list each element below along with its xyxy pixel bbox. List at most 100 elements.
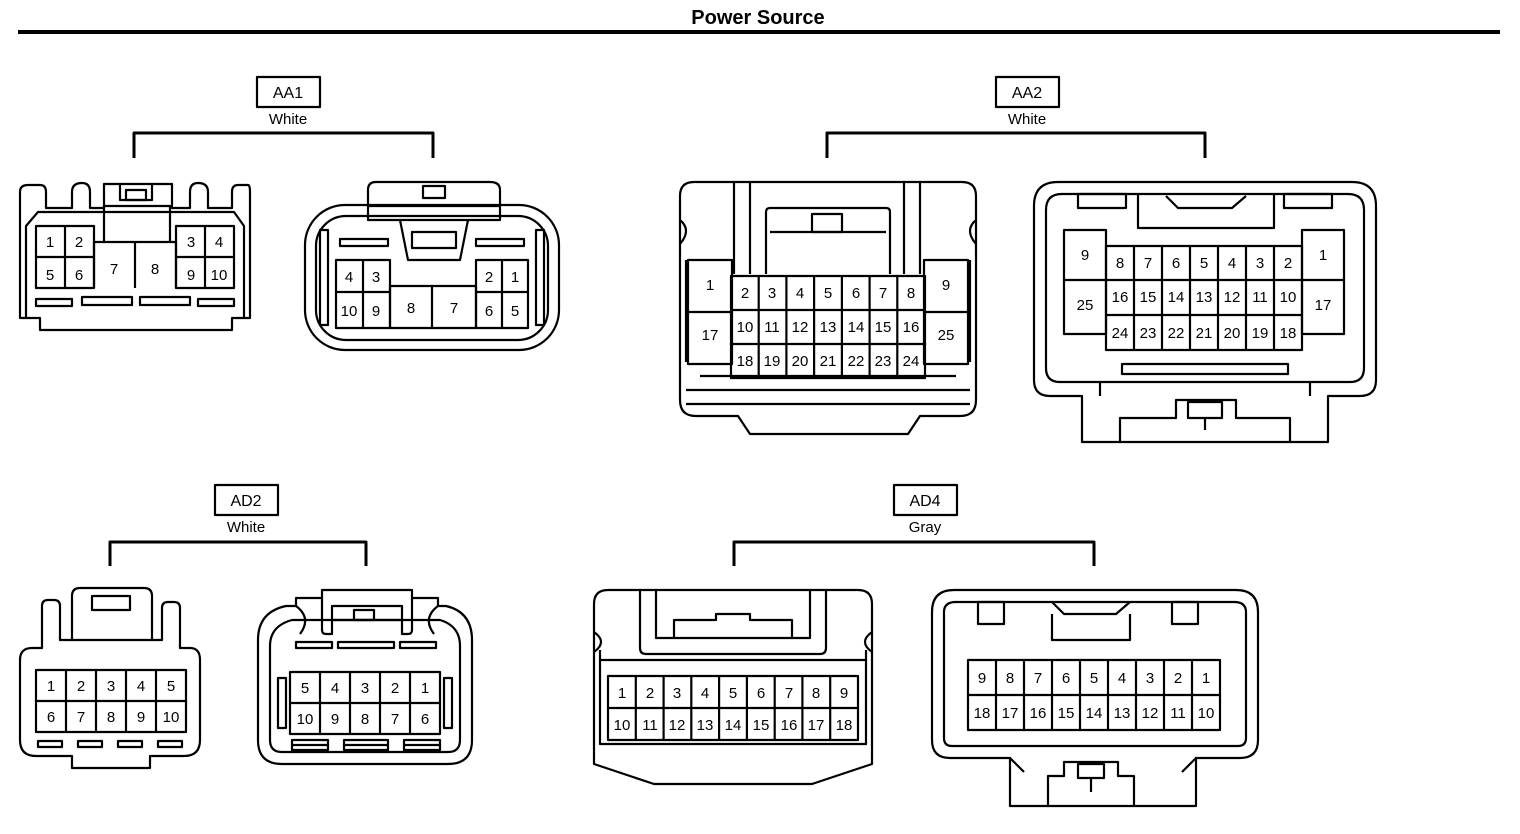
connector-view-left: 1 2 3 4 5 6 7 8 9 10 xyxy=(18,181,252,332)
pin-label: 9 xyxy=(137,709,145,726)
pin-label: 10 xyxy=(737,319,754,336)
pin-label: 13 xyxy=(820,319,837,336)
pin-label: 7 xyxy=(879,285,887,302)
pin-label: 2 xyxy=(1284,255,1292,272)
pin-label: 15 xyxy=(875,319,892,336)
pin-label: 15 xyxy=(1058,705,1075,722)
pin-label: 12 xyxy=(669,717,686,734)
pin-label: 5 xyxy=(46,267,54,284)
pin-label: 16 xyxy=(1030,705,1047,722)
pin-label: 18 xyxy=(836,717,853,734)
pin-label: 14 xyxy=(848,319,865,336)
pin-label: 17 xyxy=(1002,705,1019,722)
pin-label: 4 xyxy=(796,285,804,302)
pin-label: 3 xyxy=(768,285,776,302)
pin-label: 7 xyxy=(77,709,85,726)
pin-label: 15 xyxy=(1140,289,1157,306)
pin-label: 23 xyxy=(875,353,892,370)
pin-label: 18 xyxy=(737,353,754,370)
pin-label: 12 xyxy=(792,319,809,336)
connector-ad4: AD4 Gray xyxy=(592,483,1260,808)
connector-color-label: Gray xyxy=(909,519,942,536)
pin-label: 1 xyxy=(421,680,429,697)
pin-label: 12 xyxy=(1142,705,1159,722)
pin-label: 14 xyxy=(725,717,742,734)
pin-label: 6 xyxy=(47,709,55,726)
pin-label: 16 xyxy=(903,319,920,336)
pin-label: 19 xyxy=(764,353,781,370)
pin-label: 5 xyxy=(301,680,309,697)
pin-label: 4 xyxy=(215,234,223,251)
pin-label: 1 xyxy=(1319,247,1327,264)
pin-label: 5 xyxy=(729,685,737,702)
pin-label: 3 xyxy=(187,234,195,251)
pin-label: 18 xyxy=(1280,325,1297,342)
pin-label: 2 xyxy=(485,269,493,286)
pin-label: 18 xyxy=(974,705,991,722)
connector-id-label: AD2 xyxy=(230,493,261,510)
connector-id-box xyxy=(994,75,1061,109)
pin-label: 25 xyxy=(938,327,955,344)
pin-label: 1 xyxy=(47,678,55,695)
connector-color-label: White xyxy=(1008,111,1046,128)
pin-label: 17 xyxy=(1315,297,1332,314)
pin-label: 22 xyxy=(848,353,865,370)
pin-label: 9 xyxy=(372,303,380,320)
pin-label: 21 xyxy=(1196,325,1213,342)
pin-label: 6 xyxy=(1062,670,1070,687)
connector-view-right: 9 8 7 6 5 4 3 2 1 18 17 16 15 14 13 12 1 xyxy=(930,588,1260,808)
pin-label: 10 xyxy=(163,709,180,726)
pin-label: 2 xyxy=(391,680,399,697)
pin-label: 4 xyxy=(345,269,353,286)
pin-label: 24 xyxy=(1112,325,1129,342)
pin-label: 2 xyxy=(75,234,83,251)
pin-label: 3 xyxy=(673,685,681,702)
pin-label: 4 xyxy=(1228,255,1236,272)
pin-label: 3 xyxy=(1146,670,1154,687)
pin-label: 24 xyxy=(903,353,920,370)
page-title: Power Source xyxy=(691,7,824,29)
connector-id-box xyxy=(213,483,280,517)
pin-label: 1 xyxy=(511,269,519,286)
pin-label: 9 xyxy=(840,685,848,702)
connector-id-label: AD4 xyxy=(909,493,940,510)
pin-label: 4 xyxy=(1118,670,1126,687)
pin-label: 1 xyxy=(706,277,714,294)
pin-label: 2 xyxy=(646,685,654,702)
pin-label: 9 xyxy=(978,670,986,687)
pin-label: 5 xyxy=(1090,670,1098,687)
pin-label: 21 xyxy=(820,353,837,370)
pin-label: 3 xyxy=(361,680,369,697)
pin-label: 20 xyxy=(1224,325,1241,342)
pin-label: 9 xyxy=(331,711,339,728)
pin-label: 10 xyxy=(211,267,228,284)
pin-label: 10 xyxy=(341,303,358,320)
pin-label: 13 xyxy=(697,717,714,734)
pin-label: 2 xyxy=(741,285,749,302)
pin-label: 1 xyxy=(618,685,626,702)
connector-color-label: White xyxy=(227,519,265,536)
connector-aa1: AA1 White xyxy=(18,75,561,352)
pin-label: 6 xyxy=(852,285,860,302)
pin-label: 6 xyxy=(485,303,493,320)
pin-label: 6 xyxy=(757,685,765,702)
pin-label: 7 xyxy=(1144,255,1152,272)
view-bracket xyxy=(132,131,435,158)
pin-label: 17 xyxy=(702,327,719,344)
connector-view-left: 1 2 3 4 5 6 7 8 9 10 xyxy=(18,586,202,770)
pin-label: 13 xyxy=(1196,289,1213,306)
pin-label: 17 xyxy=(808,717,825,734)
pin-label: 3 xyxy=(107,678,115,695)
connector-aa2: AA2 White xyxy=(678,75,1378,444)
pin-label: 8 xyxy=(812,685,820,702)
pin-label: 8 xyxy=(361,711,369,728)
pin-label: 20 xyxy=(792,353,809,370)
connector-color-label: White xyxy=(269,111,307,128)
pin-label: 11 xyxy=(1170,705,1186,722)
pin-label: 12 xyxy=(1224,289,1241,306)
pin-label: 6 xyxy=(1172,255,1180,272)
connector-view-right: 9 8 7 6 5 4 3 2 1 25 16 15 14 13 12 11 1 xyxy=(1032,180,1378,444)
pin-label: 22 xyxy=(1168,325,1185,342)
pin-label: 10 xyxy=(297,711,314,728)
